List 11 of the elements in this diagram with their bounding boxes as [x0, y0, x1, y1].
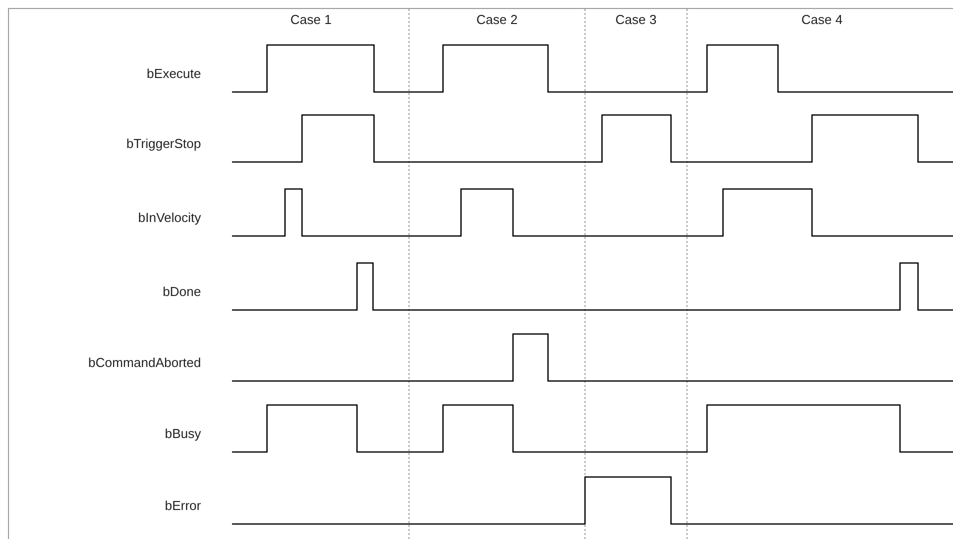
case-label: Case 2: [476, 11, 518, 29]
case-label: Case 3: [615, 11, 657, 29]
signal-label: bDone: [162, 283, 201, 301]
signal-label: bTriggerStop: [126, 135, 201, 153]
signal-label: bBusy: [164, 425, 201, 443]
signal-label: bCommandAborted: [88, 354, 201, 372]
signal-label: bError: [164, 497, 201, 515]
case-label: Case 1: [290, 11, 332, 29]
signal-label: bInVelocity: [138, 209, 201, 227]
case-label: Case 4: [801, 11, 843, 29]
signal-label: bExecute: [146, 65, 201, 83]
